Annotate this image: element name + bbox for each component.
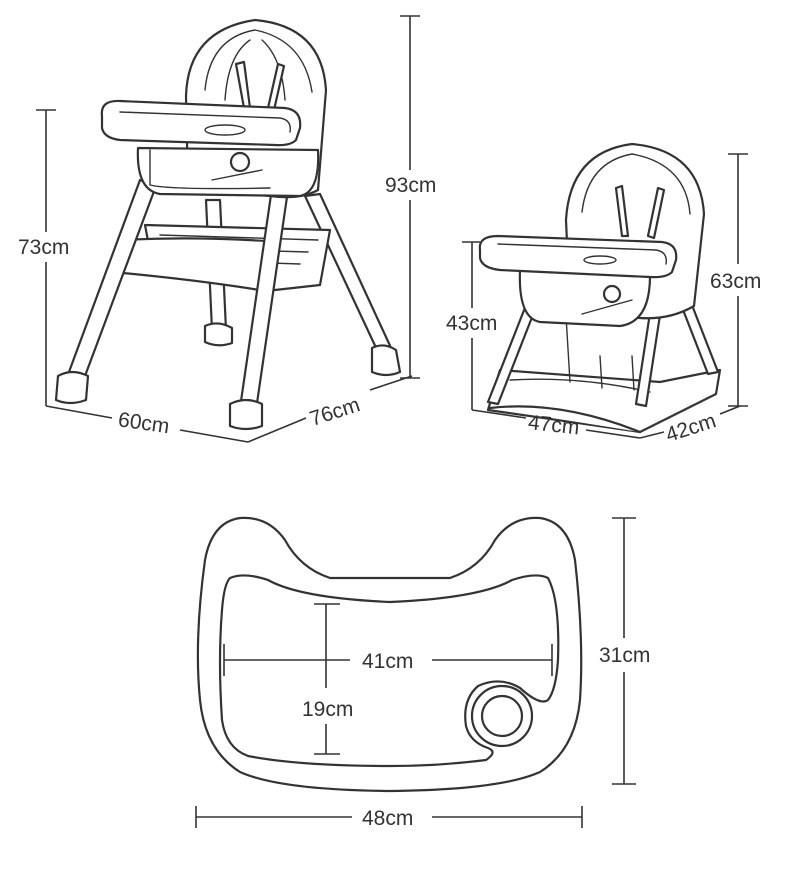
short-seat-height-label: 43cm xyxy=(446,312,497,335)
tray-dimensions: 31cm 48cm 41cm 19cm xyxy=(195,517,650,830)
tall-total-height-label: 93cm xyxy=(385,174,436,197)
tray-inner-height-label: 19cm xyxy=(302,698,353,721)
tray-top-view xyxy=(196,516,583,793)
short-chair-dimensions: 63cm 43cm 47cm 42cm xyxy=(446,153,761,447)
tall-seat-height-label: 73cm xyxy=(18,236,69,259)
tray-inner-width-label: 41cm xyxy=(362,650,413,673)
tray-height-label: 31cm xyxy=(599,644,650,667)
short-high-chair xyxy=(478,142,722,434)
tall-high-chair xyxy=(54,18,402,431)
tall-depth-label: 76cm xyxy=(307,393,363,431)
short-total-height-label: 63cm xyxy=(710,270,761,293)
tray-width-label: 48cm xyxy=(362,807,413,830)
tall-width-label: 60cm xyxy=(117,408,171,438)
short-width-label: 47cm xyxy=(527,411,580,439)
